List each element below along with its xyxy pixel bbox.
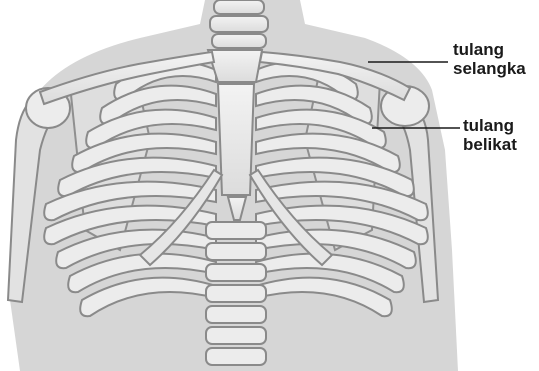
label-clavicle-line2: selangka: [453, 59, 526, 78]
label-clavicle-line1: tulang: [453, 40, 526, 59]
vertebra: [206, 222, 266, 239]
label-clavicle: tulang selangka: [453, 40, 526, 78]
label-scapula-line1: tulang: [463, 116, 517, 135]
vertebra: [206, 285, 266, 302]
label-scapula-line2: belikat: [463, 135, 517, 154]
label-scapula: tulang belikat: [463, 116, 517, 154]
vertebra: [206, 243, 266, 260]
vertebra: [206, 264, 266, 281]
vertebra: [206, 306, 266, 323]
cervical-spine: [210, 0, 268, 48]
lumbar-spine: [206, 222, 266, 365]
vertebra: [206, 348, 266, 365]
vertebra: [206, 327, 266, 344]
